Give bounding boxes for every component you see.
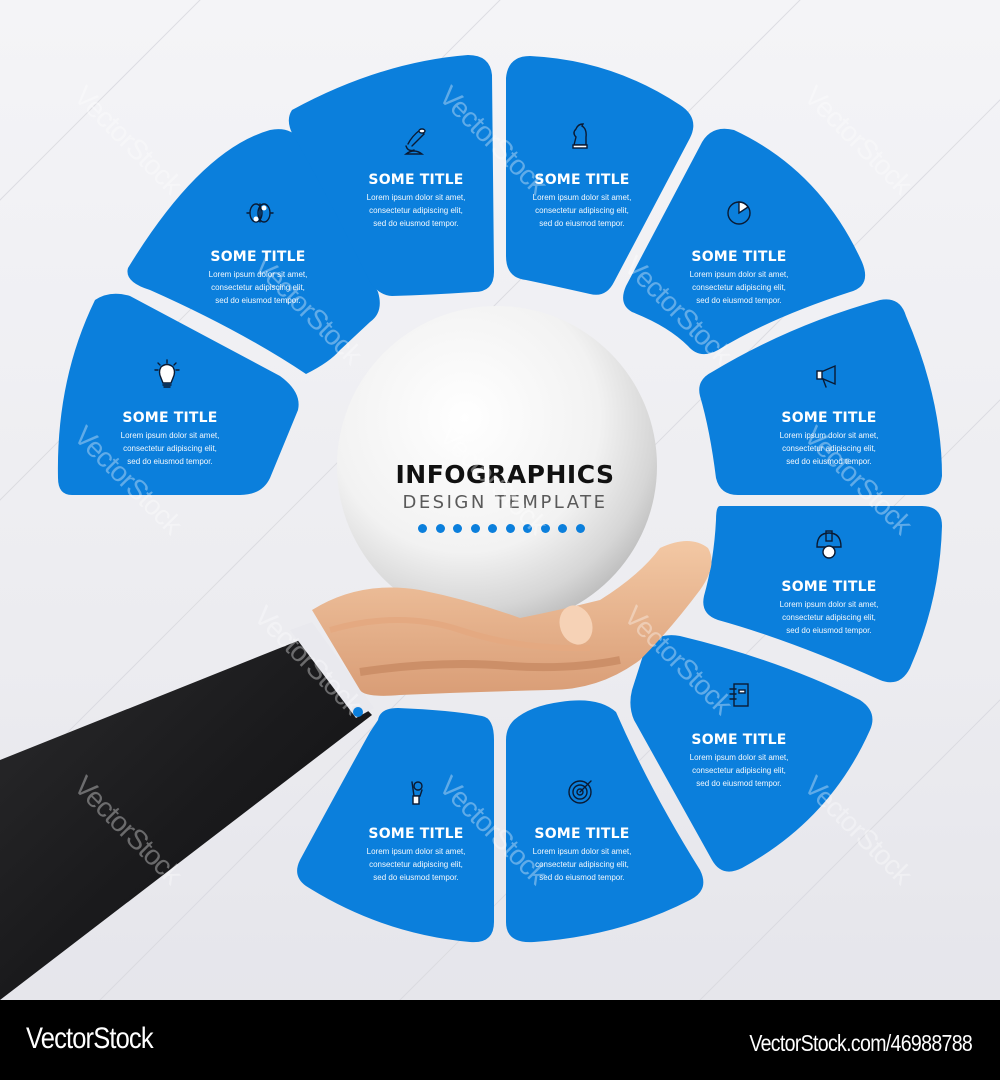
clock-pie-icon [727, 201, 751, 225]
white-sphere [337, 306, 657, 626]
segment-title: SOME TITLE [691, 249, 787, 265]
segment-6[interactable] [699, 299, 942, 495]
dot [488, 524, 497, 533]
segment-label-5: SOME TITLE Lorem ipsum dolor sit amet,co… [649, 249, 829, 307]
center-subtitle: DESIGN TEMPLATE [402, 492, 608, 513]
dot [453, 524, 462, 533]
target-dart-icon [568, 780, 592, 804]
segment-description: Lorem ipsum dolor sit amet,consectetur a… [532, 193, 632, 228]
segment-description: Lorem ipsum dolor sit amet,consectetur a… [779, 600, 879, 635]
segment-description: Lorem ipsum dolor sit amet,consectetur a… [208, 270, 308, 305]
segment-label-1: SOME TITLE Lorem ipsum dolor sit amet,co… [80, 410, 260, 468]
footer-bar: VectorStock VectorStock.com/46988788 [0, 1000, 1000, 1080]
segment-title: SOME TITLE [781, 410, 877, 426]
notebook-icon [729, 683, 749, 707]
footer-brand[interactable]: VectorStock [26, 1022, 154, 1055]
segment-4[interactable] [506, 56, 694, 295]
dot [540, 524, 550, 533]
footer-url[interactable]: VectorStock.com/46988788 [749, 1030, 972, 1056]
segment-10[interactable] [297, 708, 494, 943]
dot [558, 524, 567, 533]
segment-9[interactable] [506, 700, 704, 943]
segment-description: Lorem ipsum dolor sit amet,consectetur a… [120, 431, 220, 466]
segment-label-8: SOME TITLE Lorem ipsum dolor sit amet,co… [649, 732, 829, 790]
center-dots [418, 524, 585, 533]
segment-title: SOME TITLE [534, 172, 630, 188]
segment-label-7: SOME TITLE Lorem ipsum dolor sit amet,co… [739, 579, 919, 637]
segment-description: Lorem ipsum dolor sit amet,consectetur a… [366, 193, 466, 228]
segment-title: SOME TITLE [368, 826, 464, 842]
dot [505, 524, 515, 533]
segment-description: Lorem ipsum dolor sit amet,consectetur a… [532, 847, 632, 882]
megaphone-icon [816, 364, 836, 388]
segments [57, 55, 942, 943]
icons [154, 123, 842, 805]
segment-title: SOME TITLE [368, 172, 464, 188]
lightbulb-icon [154, 359, 180, 388]
microscope-icon [403, 128, 426, 155]
segment-7[interactable] [703, 506, 942, 683]
ok-hand-icon [411, 781, 423, 805]
dot [418, 524, 427, 533]
segment-2[interactable] [127, 129, 380, 374]
center-title: INFOGRAPHICS [395, 460, 615, 489]
segment-title: SOME TITLE [210, 249, 306, 265]
segment-5[interactable] [623, 128, 866, 355]
infographic-canvas [0, 0, 1000, 1000]
segment-description: Lorem ipsum dolor sit amet,consectetur a… [779, 431, 879, 466]
segment-label-9: SOME TITLE Lorem ipsum dolor sit amet,co… [492, 826, 672, 884]
segment-title: SOME TITLE [781, 579, 877, 595]
segment-label-6: SOME TITLE Lorem ipsum dolor sit amet,co… [739, 410, 919, 468]
segment-label-4: SOME TITLE Lorem ipsum dolor sit amet,co… [492, 172, 672, 230]
segment-1[interactable] [57, 293, 299, 495]
segment-label-10: SOME TITLE Lorem ipsum dolor sit amet,co… [326, 826, 506, 884]
dot [470, 524, 480, 533]
segment-title: SOME TITLE [122, 410, 218, 426]
segment-3[interactable] [288, 55, 494, 296]
dot [575, 524, 585, 533]
dot [523, 524, 532, 533]
segment-8[interactable] [630, 635, 873, 872]
open-hand [312, 541, 712, 696]
segment-label-3: SOME TITLE Lorem ipsum dolor sit amet,co… [326, 172, 506, 230]
segment-description: Lorem ipsum dolor sit amet,consectetur a… [689, 753, 789, 788]
business-arm [0, 622, 374, 1000]
hardhat-gear-icon [816, 530, 842, 559]
dot [435, 524, 445, 533]
segment-title: SOME TITLE [534, 826, 630, 842]
segment-description: Lorem ipsum dolor sit amet,consectetur a… [689, 270, 789, 305]
segment-title: SOME TITLE [691, 732, 787, 748]
segment-label-2: SOME TITLE Lorem ipsum dolor sit amet,co… [168, 249, 348, 307]
chess-knight-icon [572, 123, 588, 149]
brain-icon [246, 203, 274, 223]
segment-description: Lorem ipsum dolor sit amet,consectetur a… [366, 847, 466, 882]
